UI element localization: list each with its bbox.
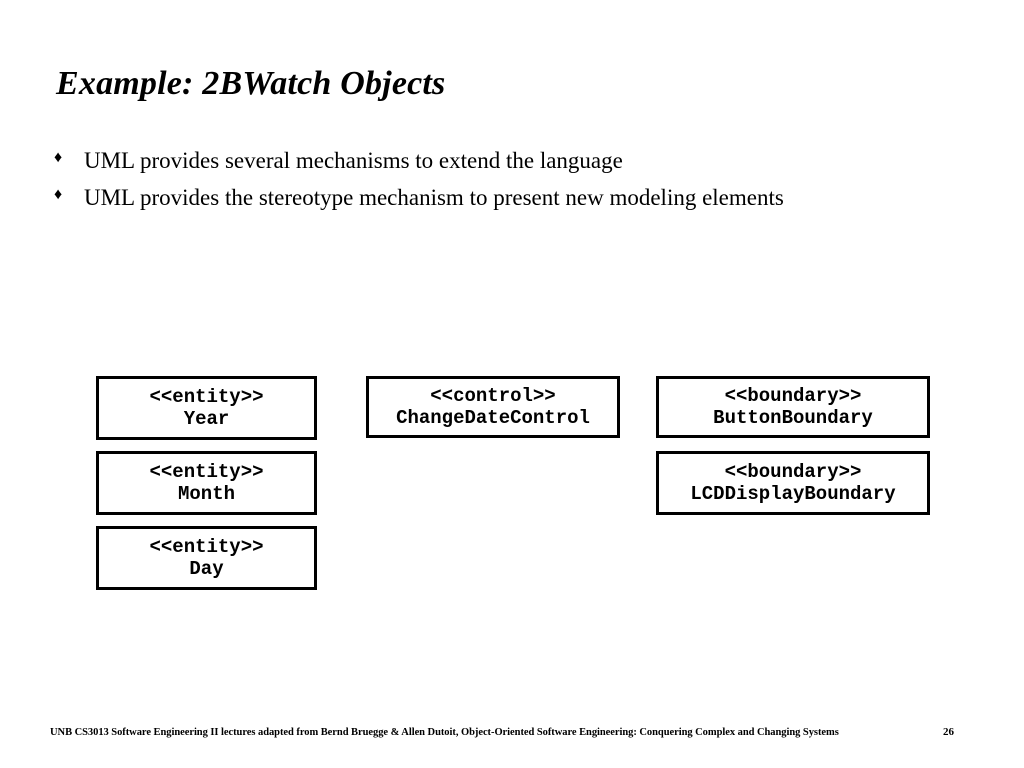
- uml-object-box-lcd-display-boundary: <<boundary>> LCDDisplayBoundary: [656, 451, 930, 515]
- uml-object-box-day: <<entity>> Day: [96, 526, 317, 590]
- uml-object-name: Year: [183, 408, 230, 430]
- page-number: 26: [943, 726, 954, 738]
- uml-object-box-button-boundary: <<boundary>> ButtonBoundary: [656, 376, 930, 438]
- bullet-text: UML provides the stereotype mechanism to…: [84, 185, 784, 211]
- uml-object-name: Day: [189, 558, 224, 580]
- uml-object-box-change-date-control: <<control>> ChangeDateControl: [366, 376, 620, 438]
- uml-object-box-year: <<entity>> Year: [96, 376, 317, 440]
- uml-stereotype-label: <<entity>>: [149, 385, 264, 408]
- bullet-list: ♦ UML provides several mechanisms to ext…: [52, 146, 972, 221]
- uml-stereotype-label: <<boundary>>: [724, 384, 862, 407]
- footer-credit-text: UNB CS3013 Software Engineering II lectu…: [50, 727, 839, 738]
- slide-footer: UNB CS3013 Software Engineering II lectu…: [50, 726, 980, 738]
- uml-object-name: ChangeDateControl: [396, 407, 590, 429]
- list-item: ♦ UML provides several mechanisms to ext…: [52, 146, 972, 175]
- uml-object-box-month: <<entity>> Month: [96, 451, 317, 515]
- uml-object-name: Month: [177, 483, 235, 505]
- uml-stereotype-label: <<entity>>: [149, 535, 264, 558]
- page-title: Example: 2BWatch Objects: [56, 64, 446, 102]
- diamond-bullet-icon: ♦: [54, 149, 63, 166]
- diamond-bullet-icon: ♦: [54, 186, 63, 204]
- uml-stereotype-label: <<entity>>: [149, 460, 264, 483]
- uml-object-name: LCDDisplayBoundary: [690, 483, 896, 505]
- uml-stereotype-label: <<boundary>>: [724, 460, 862, 483]
- uml-object-name: ButtonBoundary: [713, 407, 873, 429]
- bullet-text: UML provides several mechanisms to exten…: [84, 148, 623, 173]
- list-item: ♦ UML provides the stereotype mechanism …: [52, 183, 972, 212]
- uml-stereotype-label: <<control>>: [430, 384, 556, 407]
